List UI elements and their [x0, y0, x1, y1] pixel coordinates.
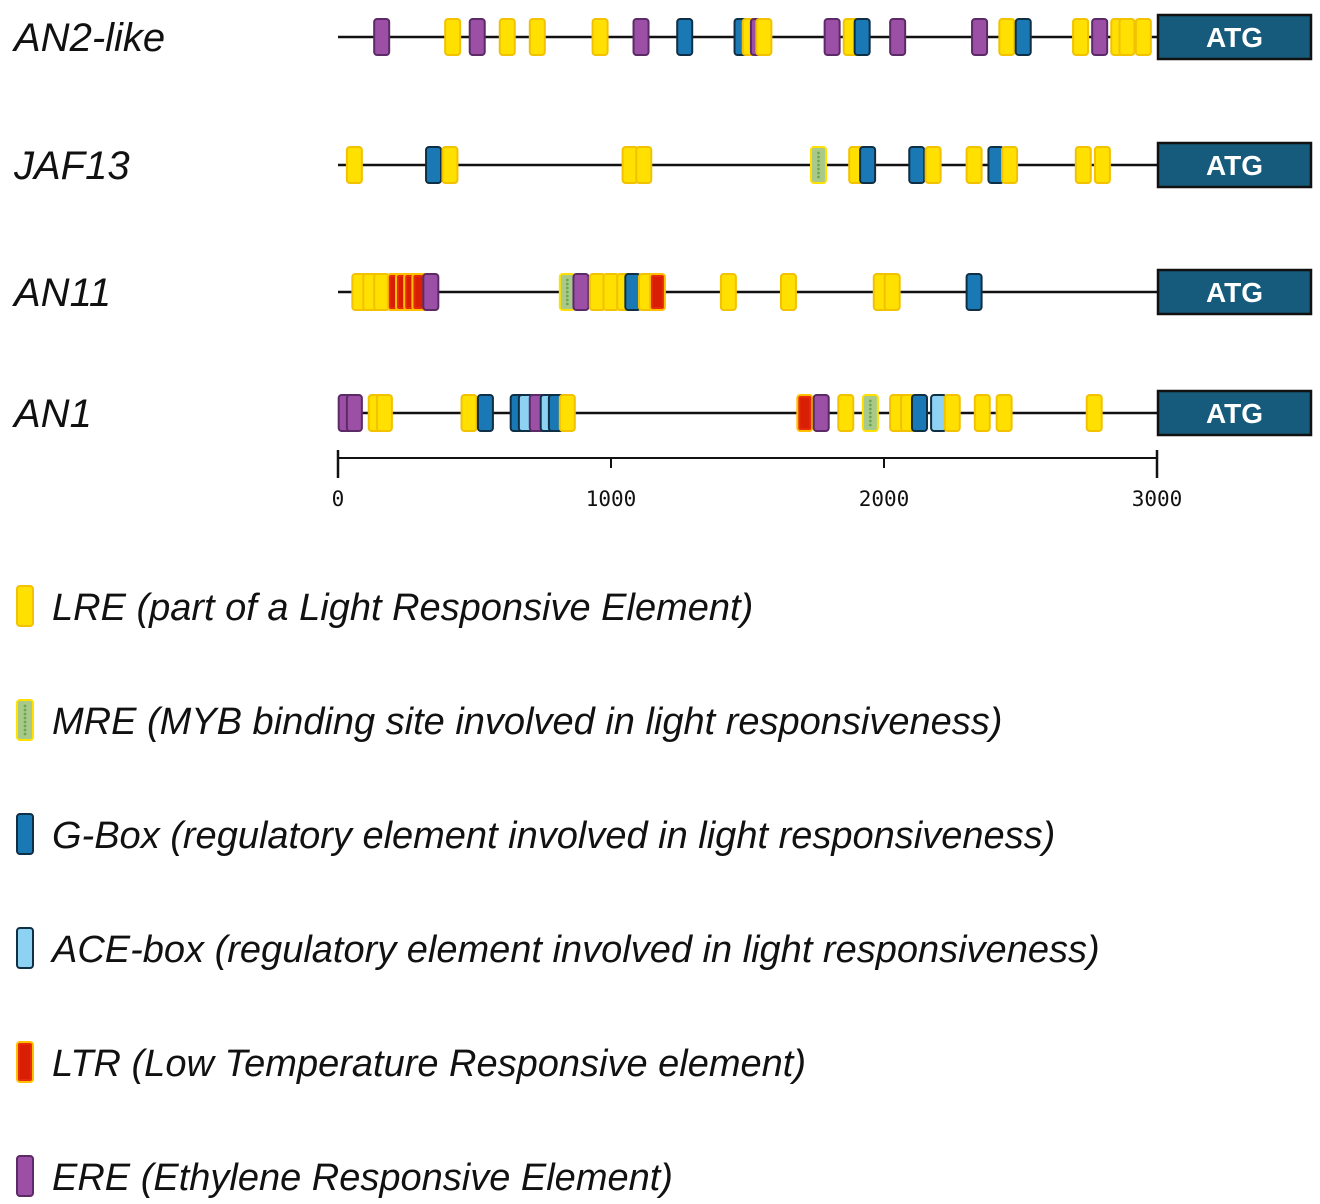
element-gbox — [910, 394, 928, 432]
gene-name: JAF13 — [13, 144, 130, 188]
legend: LRE (part of a Light Responsive Element)… — [16, 585, 1100, 1199]
axis-tick-label: 0 — [332, 487, 345, 511]
element-lre — [998, 18, 1016, 56]
element-gbox — [1014, 18, 1032, 56]
element-lre — [779, 273, 797, 311]
element-gbox — [853, 18, 871, 56]
element-gbox — [676, 18, 694, 56]
legend-swatch-lre — [16, 585, 34, 627]
element-lre — [965, 146, 983, 184]
element-lre — [498, 18, 516, 56]
gene-track-an1: AN1 ATG — [12, 389, 1313, 437]
element-gbox — [908, 146, 926, 184]
element-lre — [441, 146, 459, 184]
element-lre — [837, 394, 855, 432]
legend-swatch-ere — [16, 1155, 34, 1197]
legend-swatch-gbox — [16, 813, 34, 855]
element-ere — [468, 18, 486, 56]
element-ere — [373, 18, 391, 56]
element-lre — [528, 18, 546, 56]
axis-tick-label: 2000 — [859, 487, 910, 511]
legend-item-lre: LRE (part of a Light Responsive Element) — [16, 585, 753, 629]
gene-track-an2-like: AN2-like ATG — [12, 13, 1313, 61]
legend-label: G-Box (regulatory element involved in li… — [52, 815, 1055, 857]
element-lre — [375, 394, 393, 432]
element-lre — [1085, 394, 1103, 432]
element-gbox — [476, 394, 494, 432]
atg-label: ATG — [1206, 150, 1263, 181]
legend-item-gbox: G-Box (regulatory element involved in li… — [16, 813, 1055, 857]
atg-start-box: ATG — [1156, 268, 1313, 316]
element-lre — [883, 273, 901, 311]
atg-label: ATG — [1206, 277, 1263, 308]
atg-label: ATG — [1206, 398, 1263, 429]
legend-item-ltr: LTR (Low Temperature Responsive element) — [16, 1041, 806, 1085]
element-mre — [861, 394, 879, 432]
element-lre — [345, 146, 363, 184]
element-ltr — [648, 273, 666, 311]
element-lre — [1134, 18, 1152, 56]
element-lre — [558, 394, 576, 432]
element-gbox — [425, 146, 443, 184]
element-gbox — [965, 273, 983, 311]
element-ere — [632, 18, 650, 56]
legend-item-ere: ERE (Ethylene Responsive Element) — [16, 1155, 673, 1199]
element-lre — [444, 18, 462, 56]
legend-label: ACE-box (regulatory element involved in … — [50, 929, 1100, 971]
gene-name: AN11 — [12, 271, 111, 315]
element-lre — [591, 18, 609, 56]
element-lre — [943, 394, 961, 432]
legend-item-mre: MRE (MYB binding site involved in light … — [16, 699, 1002, 743]
element-lre — [1093, 146, 1111, 184]
element-lre — [1072, 18, 1090, 56]
atg-label: ATG — [1206, 22, 1263, 53]
element-lre — [995, 394, 1013, 432]
gene-track-an11: AN11 ATG — [12, 268, 1313, 316]
axis-tick-label: 1000 — [586, 487, 637, 511]
legend-swatch-ltr — [16, 1041, 34, 1083]
legend-swatch-mre — [16, 699, 34, 741]
legend-swatch-ace — [16, 927, 34, 969]
element-ere — [572, 273, 590, 311]
element-lre — [924, 146, 942, 184]
element-mre — [809, 146, 827, 184]
element-ere — [422, 273, 440, 311]
element-ltr — [796, 394, 814, 432]
element-ere — [345, 394, 363, 432]
gene-name: AN2-like — [12, 16, 165, 60]
legend-item-ace: ACE-box (regulatory element involved in … — [16, 927, 1100, 971]
legend-label: ERE (Ethylene Responsive Element) — [52, 1157, 673, 1199]
element-ere — [1091, 18, 1109, 56]
element-lre — [755, 18, 773, 56]
legend-label: MRE (MYB binding site involved in light … — [52, 701, 1002, 743]
element-lre — [1118, 18, 1136, 56]
position-axis: 0 1000 2000 3000 — [332, 450, 1183, 511]
element-ere — [889, 18, 907, 56]
element-ere — [812, 394, 830, 432]
legend-label: LTR (Low Temperature Responsive element) — [52, 1043, 806, 1085]
element-lre — [460, 394, 478, 432]
element-gbox — [859, 146, 877, 184]
element-ere — [971, 18, 989, 56]
element-ere — [823, 18, 841, 56]
legend-label: LRE (part of a Light Responsive Element) — [52, 587, 753, 629]
element-lre — [973, 394, 991, 432]
atg-start-box: ATG — [1156, 141, 1313, 189]
element-lre — [1001, 146, 1019, 184]
gene-name: AN1 — [12, 392, 92, 436]
atg-start-box: ATG — [1156, 389, 1313, 437]
element-lre — [1074, 146, 1092, 184]
element-lre — [719, 273, 737, 311]
axis-tick-label: 3000 — [1132, 487, 1183, 511]
atg-start-box: ATG — [1156, 13, 1313, 61]
gene-track-jaf13: JAF13 ATG — [13, 141, 1313, 189]
element-lre — [635, 146, 653, 184]
